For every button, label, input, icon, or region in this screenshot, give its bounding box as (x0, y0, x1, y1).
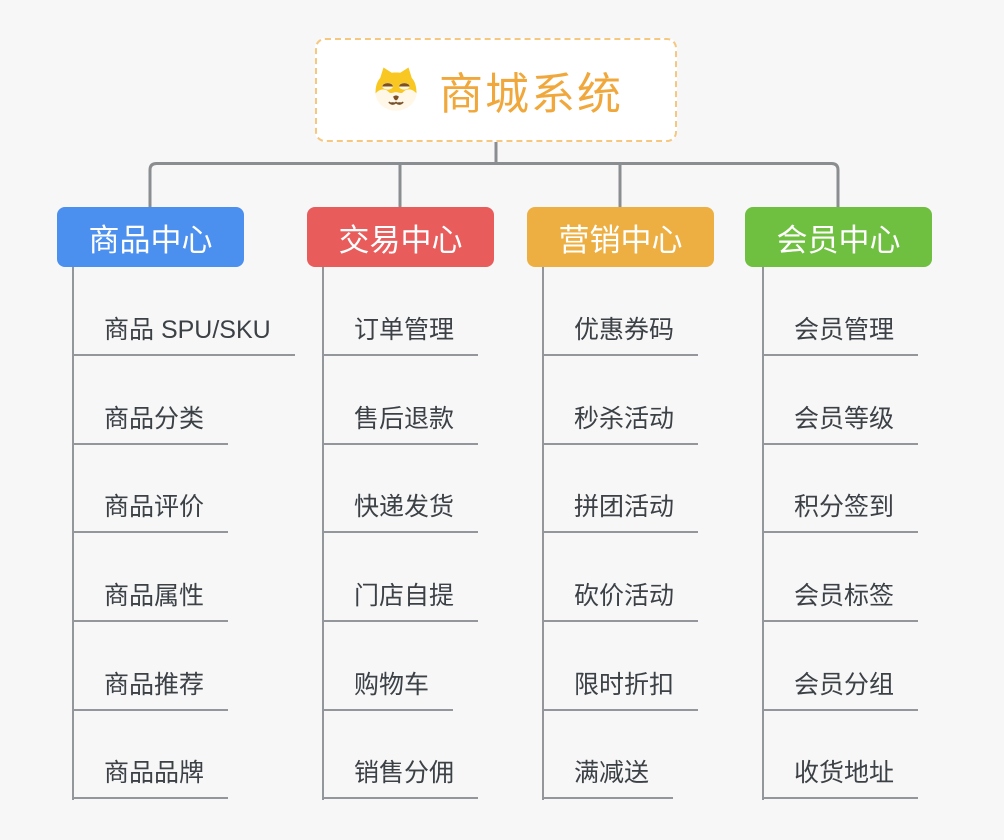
child-topic[interactable]: 订单管理 (322, 315, 479, 356)
child-topic[interactable]: 会员标签 (762, 581, 919, 622)
branch-label: 营销中心 (558, 222, 683, 258)
child-topic[interactable]: 商品 SPU/SKU (72, 315, 295, 356)
child-topic[interactable]: 商品分类 (72, 404, 229, 445)
child-topic[interactable]: 限时折扣 (542, 670, 699, 711)
child-topic[interactable]: 砍价活动 (542, 581, 699, 622)
child-topic[interactable]: 销售分佣 (322, 758, 479, 799)
root-title: 商城系统 (439, 70, 623, 119)
child-topic[interactable]: 拼团活动 (542, 492, 699, 533)
branch-node-member-center[interactable]: 会员中心 (745, 207, 932, 267)
shiba-dog-face-icon (375, 67, 417, 111)
branch-node-product-center[interactable]: 商品中心 (57, 207, 244, 267)
child-topic[interactable]: 售后退款 (322, 404, 479, 445)
child-topic[interactable]: 会员等级 (762, 404, 919, 445)
child-topic[interactable]: 积分签到 (762, 492, 919, 533)
branch-node-trade-center[interactable]: 交易中心 (307, 207, 494, 267)
branch-label: 商品中心 (88, 222, 213, 258)
child-topic[interactable]: 会员分组 (762, 670, 919, 711)
child-topic[interactable]: 商品属性 (72, 581, 229, 622)
child-topic[interactable]: 商品评价 (72, 492, 229, 533)
child-topic[interactable]: 优惠券码 (542, 315, 699, 356)
child-topic[interactable]: 商品品牌 (72, 758, 229, 799)
branch-connector-rail (148, 162, 840, 207)
branch-label: 会员中心 (776, 222, 901, 258)
child-topic[interactable]: 门店自提 (322, 581, 479, 622)
branch-label: 交易中心 (338, 222, 463, 258)
child-topic[interactable]: 购物车 (322, 670, 454, 711)
child-topic[interactable]: 满减送 (542, 758, 674, 799)
child-topic[interactable]: 快递发货 (322, 492, 479, 533)
root-node[interactable]: 商城系统 (315, 38, 677, 142)
child-topic[interactable]: 收货地址 (762, 758, 919, 799)
branch-node-marketing-center[interactable]: 营销中心 (527, 207, 714, 267)
child-topic[interactable]: 会员管理 (762, 315, 919, 356)
child-topic[interactable]: 秒杀活动 (542, 404, 699, 445)
child-topic[interactable]: 商品推荐 (72, 670, 229, 711)
